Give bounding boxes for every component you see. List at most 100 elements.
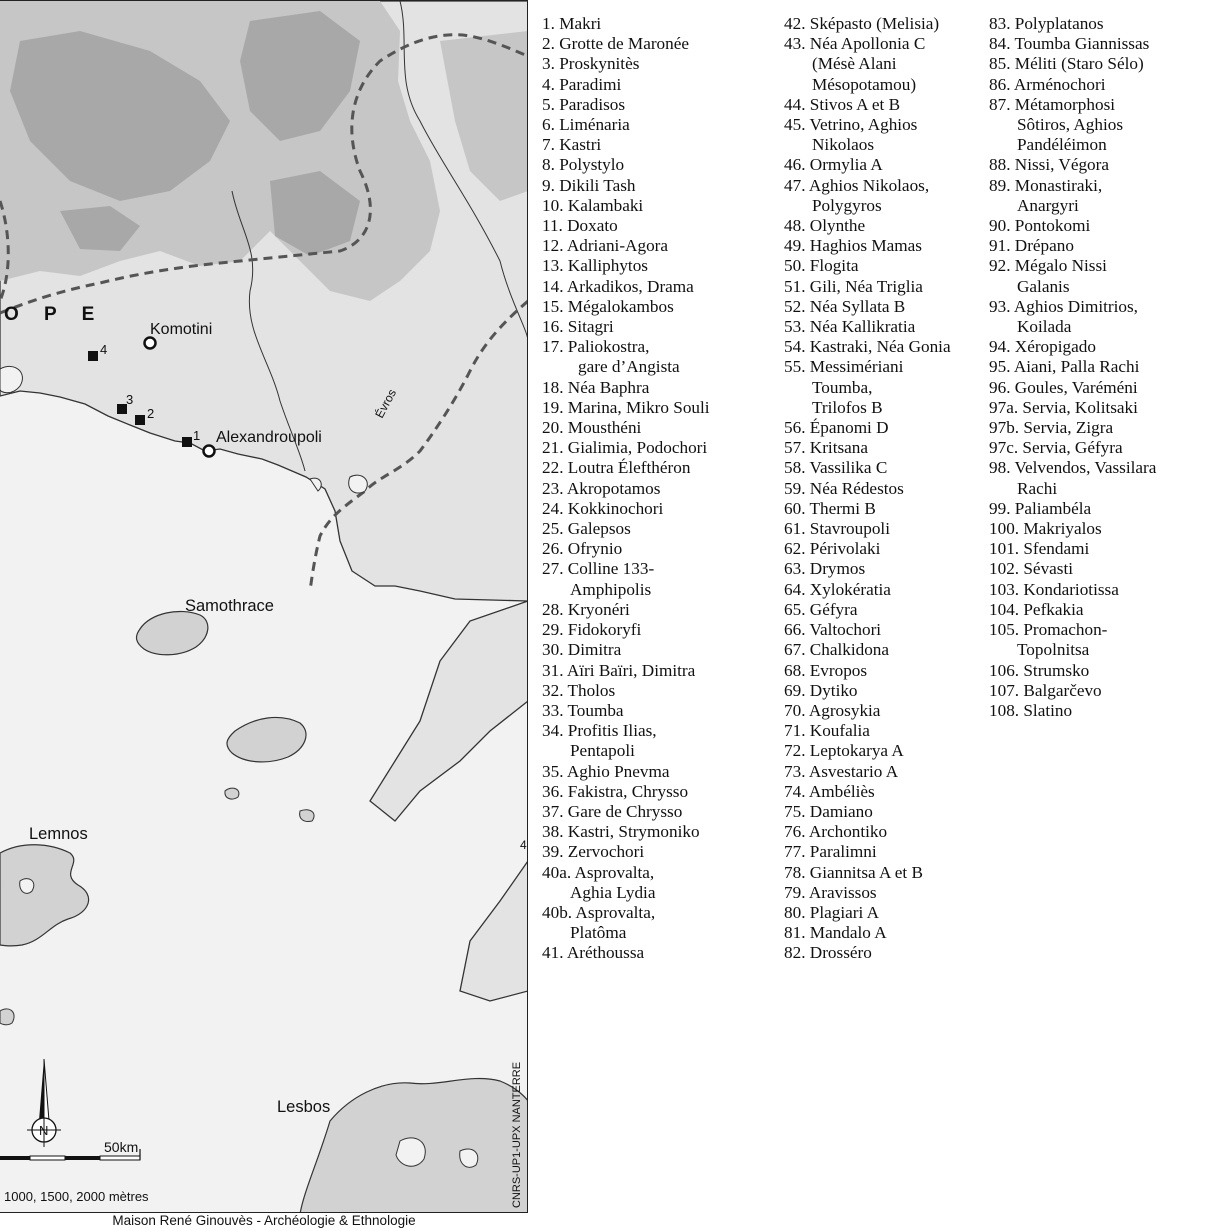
site-list-item: 30. Dimitra	[542, 640, 622, 660]
site-list-item: 108. Slatino	[989, 700, 1073, 720]
lagoon-3	[309, 477, 322, 492]
site-list-item: 9. Dikili Tash	[542, 175, 636, 195]
site-list-item: 50. Flogita	[784, 256, 859, 276]
site-list-item: 11. Doxato	[542, 216, 618, 236]
site-list-item: Nikolaos	[812, 135, 875, 155]
site-list-item: 100. Makriyalos	[989, 519, 1102, 539]
lesbos-gulf	[395, 1137, 426, 1167]
lemnos-inlet	[19, 878, 35, 894]
site-list-item: 65. Géfyra	[784, 599, 858, 619]
site-list-item: 83. Polyplatanos	[989, 14, 1104, 33]
site-list-item: Trilofos B	[812, 397, 883, 417]
site-list-item: 28. Kryonéri	[542, 599, 630, 619]
scale-bar: 50km	[0, 1139, 141, 1161]
site-list-item: 86. Arménochori	[989, 74, 1106, 94]
north-arrow: N	[27, 1058, 61, 1147]
site-list-item: 84. Toumba Giannissas	[989, 34, 1150, 54]
site-list-item: 57. Kritsana	[784, 438, 869, 458]
site-list-item: 97b. Servia, Zigra	[989, 418, 1114, 438]
site-list-item: 46. Ormylia A	[784, 155, 883, 175]
site-list-item: 52. Néa Syllata B	[784, 296, 906, 316]
site-list-item: Pentapoli	[570, 741, 635, 761]
site-list-item: 64. Xylokératia	[784, 579, 891, 599]
site-list-item: 40a. Asprovalta,	[542, 862, 655, 882]
site-list-item: 95. Aiani, Palla Rachi	[989, 357, 1140, 377]
site-list-item: 18. Néa Baphra	[542, 377, 650, 397]
label-lesbos: Lesbos	[277, 1098, 330, 1116]
site-list-item: 31. Aïri Baïri, Dimitra	[542, 660, 696, 680]
site-list-item: 22. Loutra Élefthéron	[542, 458, 691, 478]
site-list-item: 10. Kalambaki	[542, 195, 644, 215]
credit-line: Maison René Ginouvès - Archéologie & Eth…	[112, 1213, 416, 1228]
hill-east	[440, 31, 527, 201]
river	[231, 190, 306, 472]
site-list-item: 12. Adriani-Agora	[542, 236, 669, 256]
site-list-item: 4. Paradimi	[542, 74, 622, 94]
lagoon	[0, 365, 23, 394]
lemnos-island	[0, 844, 90, 947]
site-list-item: 26. Ofrynio	[542, 539, 623, 559]
edge-fragment: 4	[520, 838, 527, 852]
site-list-item: 54. Kastraki, Néa Gonia	[784, 337, 951, 357]
site-list-item: 106. Strumsko	[989, 660, 1090, 680]
site-number-1: 1	[193, 428, 200, 443]
site-list-item: 45. Vetrino, Aghios	[784, 115, 918, 135]
site-list-item: 75. Damiano	[784, 801, 873, 821]
site-list-item: 20. Mousthéni	[542, 418, 642, 438]
site-list-item: 58. Vassilika C	[784, 458, 888, 478]
left-border	[0, 200, 10, 302]
site-list-item: 13. Kalliphytos	[542, 256, 648, 276]
site-list-item: 25. Galepsos	[542, 519, 631, 539]
site-list-item: Mésopotamou)	[812, 74, 917, 94]
site-list-item: 89. Monastiraki,	[989, 175, 1103, 195]
site-list-item: Anargyri	[1017, 195, 1079, 215]
site-list-item: 7. Kastri	[542, 135, 602, 155]
lesbos-gulf-2	[459, 1148, 479, 1168]
site-list-item: 3. Proskynitès	[542, 54, 640, 74]
alexandroupoli-marker	[202, 444, 216, 458]
site-list-item: Pandéléimon	[1017, 135, 1107, 155]
site-list-item: 96. Goules, Varéméni	[989, 377, 1138, 397]
mountain-zone	[10, 31, 230, 201]
site-list-item: 94. Xéropigado	[989, 337, 1096, 357]
map-panel: Komotini Alexandroupoli Évros O P E Samo…	[0, 0, 528, 1213]
site-list-item: 101. Sfendami	[989, 539, 1090, 559]
site-list-item: 42. Sképasto (Melisia)	[784, 14, 940, 33]
site-list-item: 62. Périvolaki	[784, 539, 881, 559]
site-marker-1	[182, 437, 192, 447]
islet-2	[299, 809, 315, 822]
site-list-item: 6. Liménaria	[542, 115, 630, 135]
site-list-item: Platôma	[570, 923, 627, 943]
north-letter: N	[39, 1123, 48, 1138]
site-number-3: 3	[126, 392, 133, 407]
site-list-item: 49. Haghios Mamas	[784, 236, 922, 256]
site-list-item: 14. Arkadikos, Drama	[542, 276, 694, 296]
site-marker-2	[135, 415, 145, 425]
site-list-item: Polygyros	[812, 195, 882, 215]
site-list-item: 15. Mégalokambos	[542, 296, 674, 316]
site-list-item: Aghia Lydia	[570, 882, 656, 902]
label-komotini: Komotini	[150, 321, 212, 338]
site-list-item: 97a. Servia, Kolitsaki	[989, 397, 1138, 417]
site-list-item: 103. Kondariotissa	[989, 579, 1119, 599]
site-list-item: 88. Nissi, Végora	[989, 155, 1109, 175]
site-list-item: 104. Pefkakia	[989, 599, 1084, 619]
site-list-item: 32. Tholos	[542, 680, 616, 700]
site-list-item: 97c. Servia, Géfyra	[989, 438, 1123, 458]
islet-3	[0, 1008, 15, 1026]
site-list-item: 43. Néa Apollonia C	[784, 34, 926, 54]
site-list-item: 107. Balgarčevo	[989, 680, 1102, 700]
site-list-item: (Mésè Alani	[812, 54, 897, 74]
scale-label: 50km	[104, 1139, 138, 1155]
site-list-item: 41. Aréthoussa	[542, 943, 645, 963]
site-list-item: 60. Thermi B	[784, 498, 876, 518]
site-list-item: 1. Makri	[542, 14, 602, 33]
site-list-item: 24. Kokkinochori	[542, 498, 664, 518]
site-list-item: 51. Gili, Néa Triglia	[784, 276, 923, 296]
komotini-marker	[143, 336, 157, 350]
site-list-item: 67. Chalkidona	[784, 640, 890, 660]
site-list-item: 90. Pontokomi	[989, 216, 1091, 236]
altitude-caption: 1000, 1500, 2000 mètres	[4, 1189, 149, 1204]
site-marker-4	[88, 351, 98, 361]
